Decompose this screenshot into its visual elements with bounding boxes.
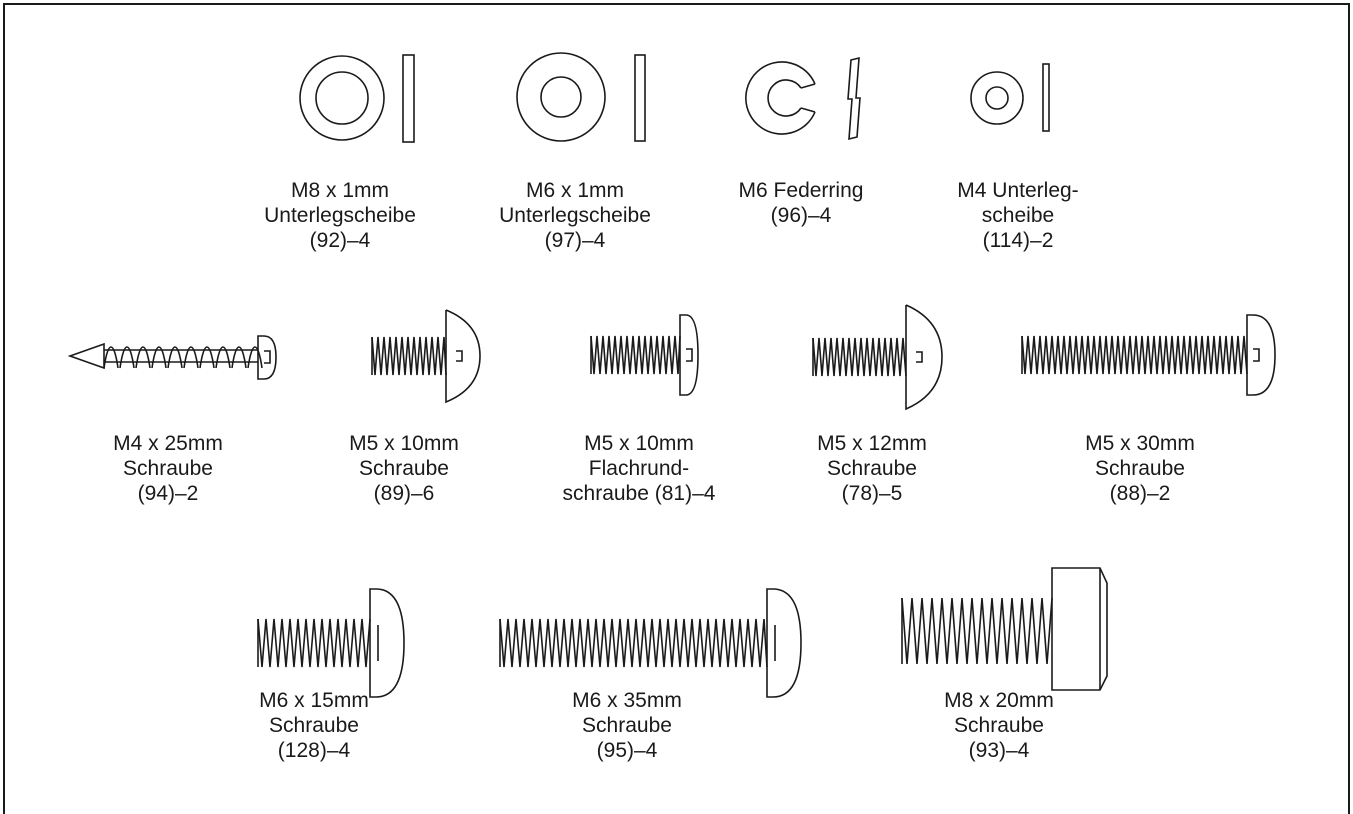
m5x10-screw-icon (371, 309, 481, 404)
m4x25-screw-icon (67, 335, 277, 380)
m4-washer-icon (970, 63, 1050, 132)
m6-lockwasher-icon (745, 56, 861, 141)
m5x30-screw-icon (1021, 314, 1276, 396)
m8-washer-icon (299, 54, 415, 143)
caption-m4-washer: M4 Unterleg-scheibe(114)–2 (957, 179, 1079, 252)
caption-m6-lockwasher: M6 Federring(96)–4 (738, 179, 864, 227)
m5x12-screw-icon (812, 304, 943, 411)
m5x10-pan-screw-icon (590, 314, 699, 396)
parts-identification-chart (3, 3, 1350, 814)
m6x15-screw-icon (257, 588, 405, 698)
m8x20-screw-icon (901, 567, 1108, 691)
m6-washer-icon (516, 52, 646, 142)
m6x35-screw-icon (499, 588, 802, 698)
